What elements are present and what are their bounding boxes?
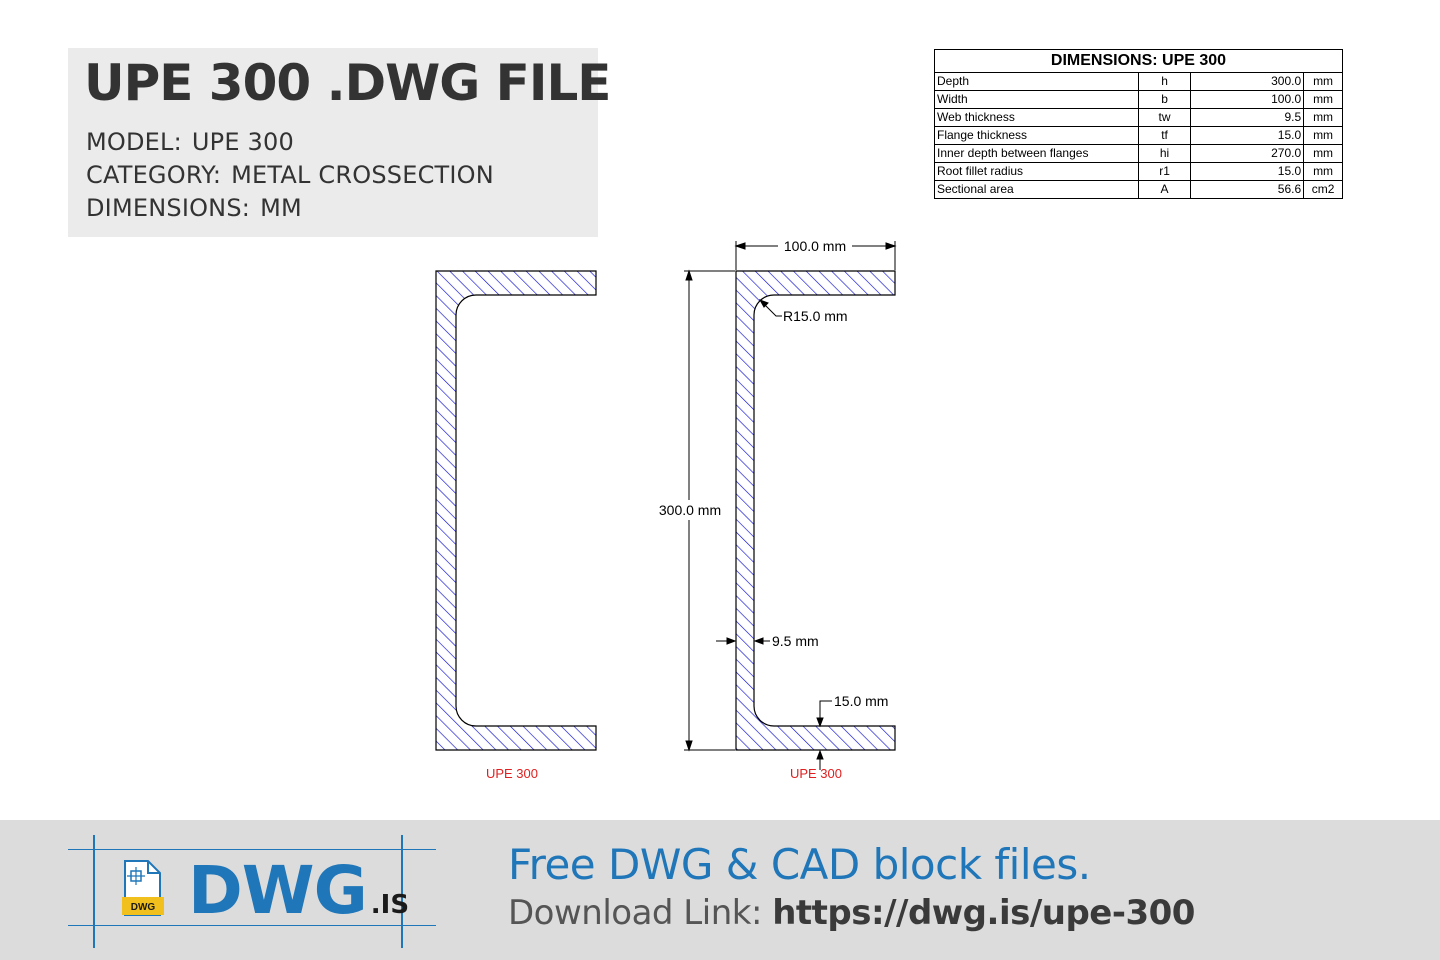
page-title: UPE 300 .DWG FILE <box>84 54 611 112</box>
dimensions-label: DIMENSIONS: <box>86 194 251 222</box>
row-unit: mm <box>1303 144 1343 163</box>
dwg-badge-label: DWG <box>131 902 156 913</box>
footer-banner: DWG DWG.IS Free DWG & CAD block files. D… <box>0 820 1440 960</box>
width-dimension <box>734 241 897 270</box>
download-line: Download Link: https://dwg.is/upe-300 <box>508 893 1195 933</box>
dimensions-row: DIMENSIONS: MM <box>86 194 302 222</box>
title-card: UPE 300 .DWG FILE MODEL: UPE 300 CATEGORY… <box>68 48 611 237</box>
row-name: Sectional area <box>934 180 1139 199</box>
radius-dimension-label: R15.0 mm <box>783 308 848 324</box>
model-value: UPE 300 <box>191 128 294 156</box>
logo-wordmark: DWG.IS <box>188 852 409 929</box>
height-dimension <box>684 269 735 752</box>
cross-section-drawing: UPE 300 UPE 300 100.0 mm 300.0 mm <box>435 238 897 781</box>
category-label: CATEGORY: <box>86 161 222 189</box>
width-dimension-label: 100.0 mm <box>784 238 846 254</box>
height-dimension-label: 300.0 mm <box>659 502 721 518</box>
model-row: MODEL: UPE 300 <box>86 128 294 156</box>
radius-leader <box>758 299 782 317</box>
download-link[interactable]: https://dwg.is/upe-300 <box>772 893 1195 933</box>
web-dimension-label: 9.5 mm <box>772 633 819 649</box>
web-dimension <box>716 637 770 645</box>
right-section-label: UPE 300 <box>790 766 842 781</box>
row-name: Root fillet radius <box>934 162 1139 181</box>
flange-dimension-label: 15.0 mm <box>834 693 888 709</box>
right-section: UPE 300 100.0 mm 300.0 mm R15.0 mm <box>659 238 897 781</box>
site-logo[interactable]: DWG DWG.IS <box>68 835 436 948</box>
row-unit: mm <box>1303 72 1343 91</box>
left-section: UPE 300 <box>435 270 597 781</box>
row-symbol: A <box>1137 180 1192 199</box>
flange-dimension <box>816 700 832 770</box>
row-value: 56.6 <box>1190 180 1305 199</box>
row-unit: mm <box>1303 90 1343 109</box>
logo-suffix: .IS <box>370 890 410 920</box>
row-unit: mm <box>1303 108 1343 127</box>
category-row: CATEGORY: METAL CROSSECTION <box>86 161 494 189</box>
model-label: MODEL: <box>86 128 182 156</box>
tagline: Free DWG & CAD block files. <box>508 840 1091 889</box>
row-unit: cm2 <box>1303 180 1343 199</box>
dimensions-value: MM <box>260 194 302 222</box>
download-label: Download Link: <box>508 893 762 933</box>
dwg-file-icon: DWG <box>122 860 164 916</box>
right-channel-shape <box>735 270 896 751</box>
row-unit: mm <box>1303 126 1343 145</box>
left-channel-shape <box>435 270 597 751</box>
category-value: METAL CROSSECTION <box>231 161 494 189</box>
left-section-label: UPE 300 <box>486 766 538 781</box>
logo-main: DWG <box>188 852 368 929</box>
